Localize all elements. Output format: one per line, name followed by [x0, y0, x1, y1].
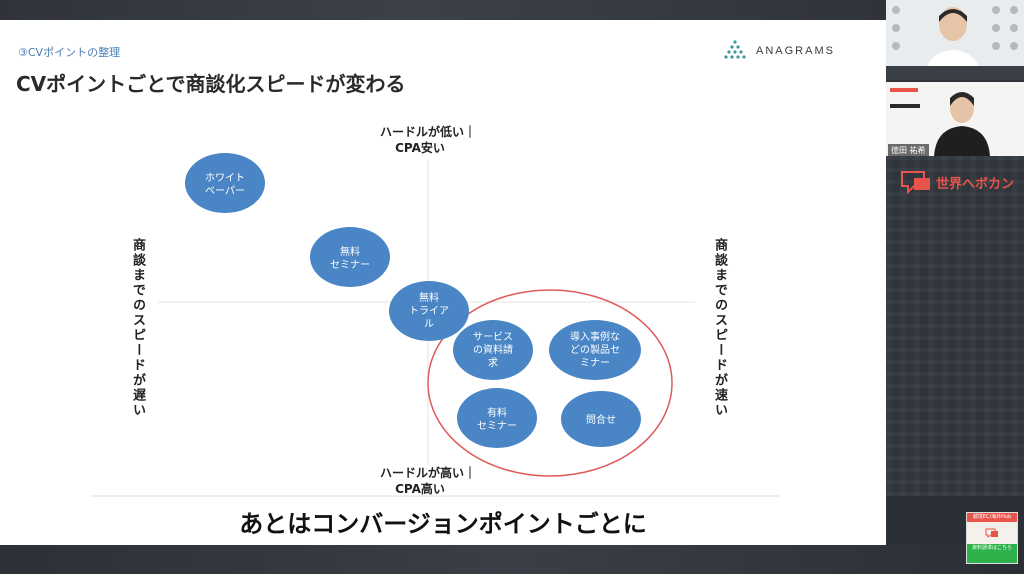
bubble-label-line: ペーパー: [205, 185, 245, 197]
brand-logo: 世界へボカン: [900, 170, 1014, 194]
stamp-grid-background: [886, 6, 1024, 80]
badge-top-label: 越境EC/海外Hub: [967, 513, 1017, 522]
bubble-label-line: 有料: [487, 406, 507, 419]
bottom-axis-label-line2: CPA高い: [395, 481, 445, 496]
brand-name: 世界へボカン: [936, 176, 1015, 192]
bubble-label-line: セミナー: [330, 259, 370, 271]
video-subtitle: あとはコンバージョンポイントごとに: [0, 497, 886, 545]
bubble-label-line: 無料: [419, 291, 439, 304]
brand-panel: 世界へボカン: [886, 156, 1024, 496]
logo-text: ANAGRAMS: [756, 45, 835, 57]
badge-cta[interactable]: 資料請求はこちら: [967, 544, 1017, 563]
bubble-inquiry: 問合せ: [561, 391, 641, 447]
bubble-label-line: ホワイト: [205, 172, 245, 184]
bubble-label-line: 導入事例な: [570, 330, 620, 343]
speech-bubble-icon: [985, 528, 998, 538]
bubble-label-line: ル: [424, 319, 434, 330]
highlight-ellipse: [427, 289, 673, 477]
pyramid-logo-icon: [724, 40, 746, 59]
background-bottom-strip: [0, 545, 1024, 574]
bubble-label-line: の資料請: [473, 343, 513, 356]
bubble-document-request: サービス の資料請 求: [453, 320, 533, 380]
bubble-label-line: サービス: [473, 331, 513, 343]
quadrant-diagram: ハードルが低い｜ CPA安い ハードルが高い｜ CPA高い ホワイト ペーパー …: [90, 124, 780, 497]
speaker-background: [886, 82, 1024, 156]
participant-name-label: 徳田 祐希: [888, 144, 929, 156]
bubble-free-seminar: 無料 セミナー: [310, 227, 390, 287]
left-axis-label: 商談までのスピードが遅い: [130, 238, 145, 418]
right-axis-label: 商談までのスピードが速い: [712, 238, 727, 418]
slide-title: CVポイントごとで商談化スピードが変わる: [16, 72, 406, 96]
top-axis-label-line2: CPA安い: [395, 140, 445, 155]
participant-video-2: 徳田 祐希: [886, 82, 1024, 156]
bottom-axis-label-line1: ハードルが高い｜: [380, 465, 476, 480]
corner-promo-badge[interactable]: 越境EC/海外Hub 資料請求はこちら: [966, 512, 1018, 564]
bubble-case-study-seminar: 導入事例な どの製品セ ミナー: [549, 320, 641, 380]
presentation-slide: ③CVポイントの整理 CVポイントごとで商談化スピードが変わる ANAGRAMS…: [0, 20, 886, 545]
bubble-label-line: どの製品セ: [570, 343, 620, 356]
bubble-free-trial: 無料 トライア ル: [389, 281, 469, 341]
top-axis-label-line1: ハードルが低い｜: [380, 124, 476, 139]
bubble-white-paper: ホワイト ペーパー: [185, 153, 265, 213]
bubble-label-line: ミナー: [580, 357, 610, 369]
bubble-label-line: 無料: [340, 245, 360, 258]
section-label: ③CVポイントの整理: [18, 46, 121, 59]
bubble-label-line: トライア: [409, 305, 449, 317]
company-logo: ANAGRAMS: [722, 38, 852, 64]
bubble-paid-seminar: 有料 セミナー: [457, 388, 537, 448]
bubble-label-line: 問合せ: [586, 413, 616, 426]
bubble-label-line: セミナー: [477, 420, 517, 432]
bubble-label-line: 求: [488, 357, 498, 369]
background-top-strip: [0, 0, 1024, 20]
badge-logo: [967, 522, 1017, 544]
speech-bubble-icon: [901, 171, 930, 194]
participant-video-1: [886, 0, 1024, 80]
